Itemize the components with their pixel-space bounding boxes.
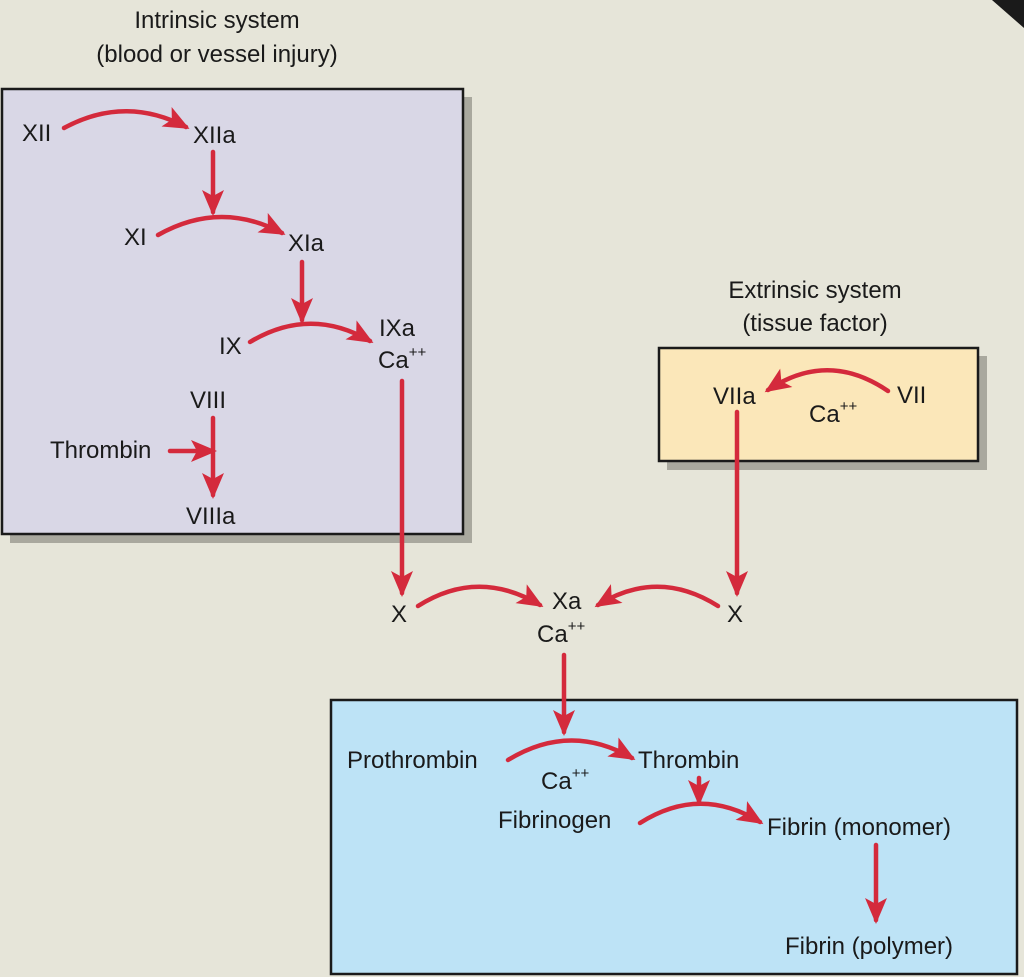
intrinsic-subtitle: (blood or vessel injury) xyxy=(96,41,337,68)
factor-vii: VII xyxy=(897,382,926,409)
factor-xiia: XIIa xyxy=(193,122,236,149)
final-calcium: Ca++ xyxy=(541,765,589,795)
extrinsic-box xyxy=(657,346,980,463)
arrow-xi-to-xia xyxy=(155,212,286,238)
arrow-x-left-to-xa xyxy=(415,584,544,609)
factor-xi: XI xyxy=(124,224,147,251)
extrinsic-subtitle: (tissue factor) xyxy=(742,310,887,337)
factor-xa: Xa xyxy=(552,588,582,615)
common-calcium: Ca++ xyxy=(537,618,585,648)
extrinsic-calcium: Ca++ xyxy=(809,398,857,428)
prothrombin: Prothrombin xyxy=(347,747,478,774)
arrow-fibrinogen-to-fibrin xyxy=(637,801,764,826)
intrinsic-calcium: Ca++ xyxy=(378,344,426,374)
fibrinogen: Fibrinogen xyxy=(498,807,611,834)
arrow-vii-to-viia xyxy=(764,368,891,394)
corner-decoration xyxy=(992,0,1024,28)
factor-xia: XIa xyxy=(288,230,325,257)
arrow-x-right-to-xa xyxy=(594,584,721,609)
factor-viii: VIII xyxy=(190,387,226,414)
thrombin: Thrombin xyxy=(638,747,739,774)
final-pathway-box xyxy=(329,698,1019,976)
factor-x-right: X xyxy=(727,601,743,628)
intrinsic-box xyxy=(0,87,465,536)
factor-viia: VIIa xyxy=(713,383,756,410)
extrinsic-title: Extrinsic system xyxy=(728,277,901,304)
arrow-prothrombin-to-thrombin xyxy=(505,737,636,763)
intrinsic-thrombin: Thrombin xyxy=(50,437,151,464)
arrow-ix-to-ixa xyxy=(247,320,374,345)
factor-viiia: VIIIa xyxy=(186,503,236,530)
factor-xii: XII xyxy=(22,120,51,147)
fibrin-monomer: Fibrin (monomer) xyxy=(767,814,951,841)
fibrin-polymer: Fibrin (polymer) xyxy=(785,933,953,960)
intrinsic-title: Intrinsic system xyxy=(134,7,299,34)
arrow-xii-to-xiia xyxy=(61,107,190,131)
factor-ixa: IXa xyxy=(379,315,416,342)
factor-ix: IX xyxy=(219,333,242,360)
factor-x-left: X xyxy=(391,601,407,628)
